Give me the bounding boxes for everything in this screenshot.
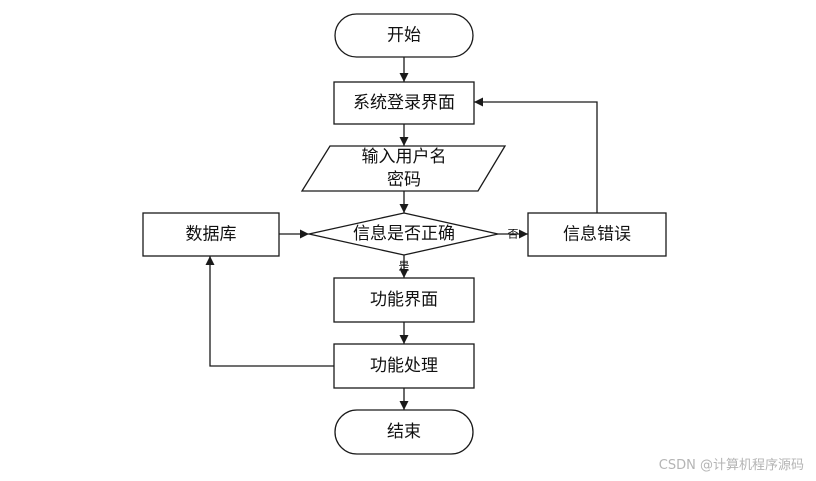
check-label: 信息是否正确 bbox=[353, 224, 455, 244]
process-label: 功能处理 bbox=[370, 356, 438, 376]
database-label: 数据库 bbox=[186, 225, 237, 245]
check-decision-diamond bbox=[308, 212, 499, 256]
watermark-text: CSDN @计算机程序源码 bbox=[658, 458, 804, 473]
end-label: 结束 bbox=[387, 422, 421, 442]
input-label-line1: 输入用户名 bbox=[362, 147, 447, 167]
edge-error-to-login bbox=[474, 97, 598, 213]
function-ui-box bbox=[333, 277, 475, 323]
input-parallelogram bbox=[300, 145, 507, 192]
edge-label-no: 否 bbox=[508, 228, 519, 241]
login-label: 系统登录界面 bbox=[353, 93, 455, 113]
error-label: 信息错误 bbox=[563, 225, 631, 245]
edge-process-to-database bbox=[205, 256, 334, 367]
start-label: 开始 bbox=[387, 26, 421, 46]
process-box bbox=[333, 343, 475, 389]
edge-label-yes: 是 bbox=[399, 260, 410, 273]
login-process-box bbox=[333, 81, 475, 125]
input-label-line2: 密码 bbox=[387, 170, 421, 190]
error-box bbox=[527, 212, 667, 257]
database-box bbox=[142, 212, 280, 257]
function-ui-label: 功能界面 bbox=[370, 290, 438, 310]
end-terminal bbox=[334, 409, 474, 455]
start-terminal bbox=[334, 13, 474, 58]
